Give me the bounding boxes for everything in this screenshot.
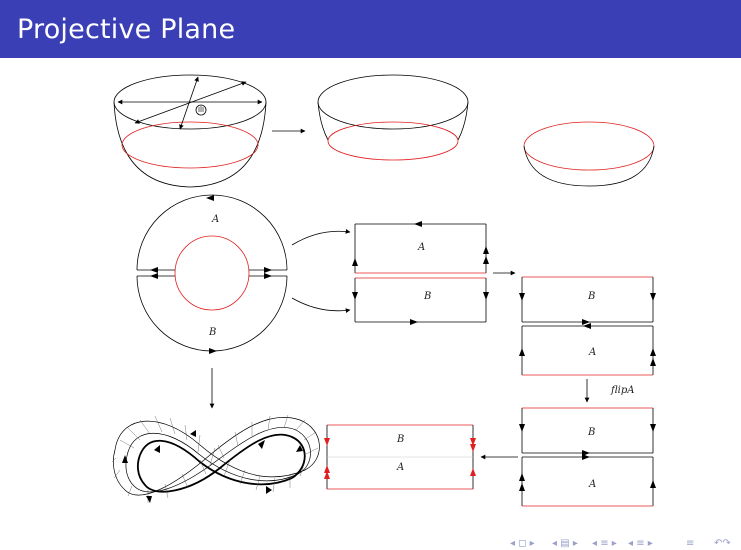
arrow-annulus-to-rect-b <box>291 297 351 313</box>
arrow-annulus-to-rect-a <box>291 229 351 246</box>
final-b-label: B <box>396 434 404 445</box>
stack1-a-label: A <box>588 347 596 358</box>
rect-a-label: A <box>417 242 425 253</box>
rectangle-a: A <box>352 221 489 274</box>
rect-b-label: B <box>423 291 431 302</box>
flip-label: flipA <box>610 385 635 396</box>
mobius-band <box>111 414 320 503</box>
stack1-rect-a: A <box>519 323 656 376</box>
hemisphere-band <box>317 74 469 161</box>
stack1-rect-b: B <box>519 276 656 325</box>
nav-align-icon[interactable]: ≡ <box>686 538 695 549</box>
beamer-navigation: ◂ ◻ ▸ ◂ ▤ ▸ ◂ ≡ ▸ ◂ ≡ ▸ ≡ ↶↷ <box>500 538 741 550</box>
stack2-a-label: A <box>588 479 596 490</box>
nav-search-icon[interactable]: ↶↷ <box>714 538 731 549</box>
stack2-rect-a: A <box>519 454 656 507</box>
stack2-rect-b: B <box>519 407 656 456</box>
hand-cursor-icon <box>195 104 207 116</box>
nav-next-section-icon[interactable]: ◂ ≡ ▸ <box>628 538 653 549</box>
final-a-label: A <box>396 462 404 473</box>
stack1-b-label: B <box>587 291 595 302</box>
nav-prev-section-icon[interactable]: ◂ ≡ ▸ <box>592 538 617 549</box>
final-rectangle: B A <box>324 424 476 490</box>
hemisphere-with-diameters <box>113 74 267 188</box>
annulus: A B <box>136 194 288 354</box>
annulus-label-b: B <box>208 327 216 338</box>
title-bar: Projective Plane <box>0 0 741 58</box>
hemisphere-cap <box>523 121 655 187</box>
stack2-b-label: B <box>587 427 595 438</box>
slide-title: Projective Plane <box>17 14 236 45</box>
nav-first-icon[interactable]: ◂ ◻ ▸ <box>510 538 535 549</box>
rectangle-b: B <box>352 277 489 325</box>
nav-prev-frame-icon[interactable]: ◂ ▤ ▸ <box>552 538 578 549</box>
annulus-label-a: A <box>211 214 219 225</box>
